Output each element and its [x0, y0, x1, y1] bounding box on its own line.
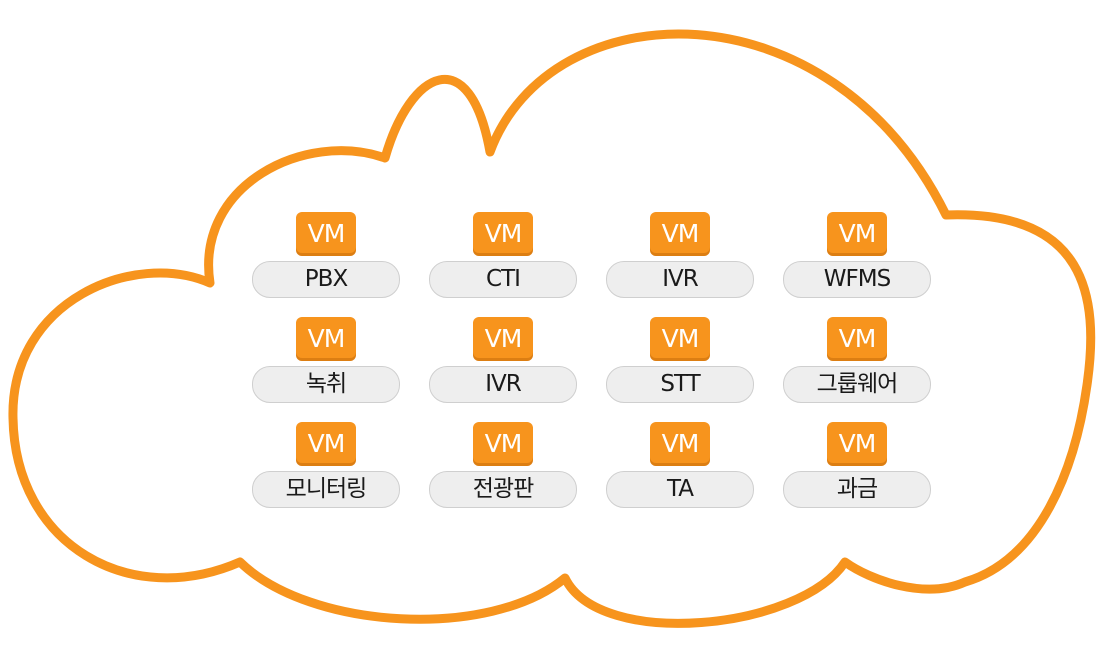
- vm-cell-billing: VM 과금: [783, 422, 931, 508]
- service-label: TA: [606, 471, 754, 508]
- vm-badge: VM: [650, 212, 710, 256]
- service-label: WFMS: [783, 261, 931, 298]
- service-label: PBX: [252, 261, 400, 298]
- service-label: IVR: [429, 366, 577, 403]
- vm-badge: VM: [296, 422, 356, 466]
- vm-badge: VM: [827, 422, 887, 466]
- vm-badge: VM: [650, 317, 710, 361]
- vm-cell-pbx: VM PBX: [252, 212, 400, 298]
- vm-cell-display-board: VM 전광판: [429, 422, 577, 508]
- vm-badge: VM: [827, 317, 887, 361]
- vm-badge: VM: [296, 212, 356, 256]
- service-label: IVR: [606, 261, 754, 298]
- vm-badge: VM: [473, 212, 533, 256]
- service-label: 녹취: [252, 366, 400, 403]
- service-label: 과금: [783, 471, 931, 508]
- vm-cell-stt: VM STT: [606, 317, 754, 403]
- vm-cell-ta: VM TA: [606, 422, 754, 508]
- vm-badge: VM: [473, 422, 533, 466]
- vm-cell-ivr: VM IVR: [606, 212, 754, 298]
- service-label: STT: [606, 366, 754, 403]
- vm-cell-groupware: VM 그룹웨어: [783, 317, 931, 403]
- vm-cell-monitoring: VM 모니터링: [252, 422, 400, 508]
- vm-badge: VM: [827, 212, 887, 256]
- service-label: CTI: [429, 261, 577, 298]
- vm-cell-cti: VM CTI: [429, 212, 577, 298]
- vm-badge: VM: [296, 317, 356, 361]
- service-label: 전광판: [429, 471, 577, 508]
- vm-cell-wfms: VM WFMS: [783, 212, 931, 298]
- vm-badge: VM: [650, 422, 710, 466]
- vm-grid: VM PBX VM CTI VM IVR VM WFMS VM 녹취 VM IV…: [252, 212, 932, 514]
- vm-badge: VM: [473, 317, 533, 361]
- service-label: 모니터링: [252, 471, 400, 508]
- vm-cell-ivr-2: VM IVR: [429, 317, 577, 403]
- vm-cell-recording: VM 녹취: [252, 317, 400, 403]
- service-label: 그룹웨어: [783, 366, 931, 403]
